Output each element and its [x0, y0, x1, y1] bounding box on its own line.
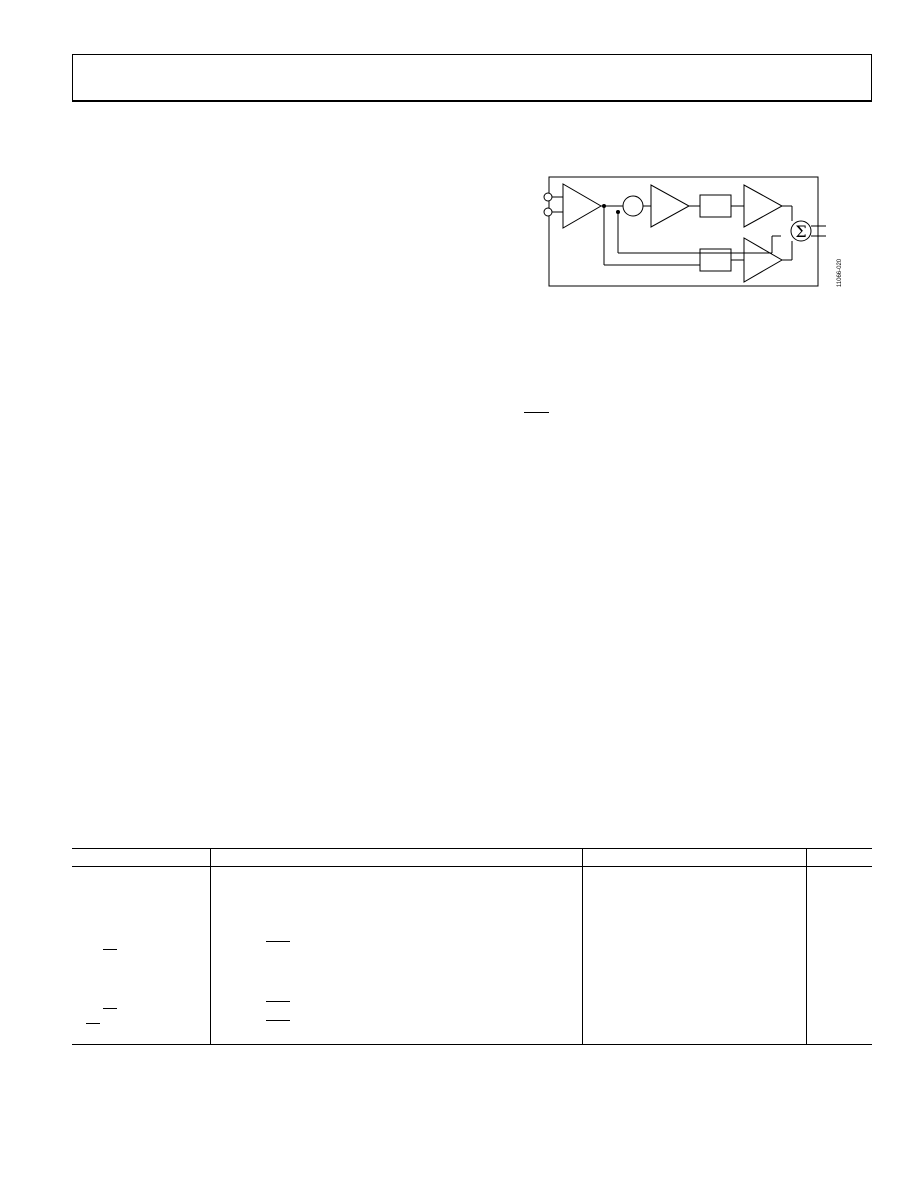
- functional-block-diagram: Σ 11066-020: [530, 168, 850, 298]
- overline-mark: [86, 1023, 100, 1024]
- table-top-rule: [72, 848, 872, 849]
- input-pin-top: [543, 192, 553, 202]
- table-column-divider: [806, 848, 807, 1045]
- table-column-divider: [582, 848, 583, 1045]
- multiplier-circle: [622, 195, 644, 217]
- overline-mark: [266, 941, 290, 942]
- upper-output-amplifier: [743, 184, 784, 228]
- table-column-divider: [210, 848, 211, 1045]
- figure-number: 11066-020: [837, 258, 843, 287]
- table-bottom-rule: [72, 1044, 872, 1045]
- upper-filter-block: [699, 194, 732, 218]
- page-header-box: [72, 54, 872, 102]
- diagram-frame: [548, 176, 819, 287]
- lower-filter-block: [699, 248, 732, 272]
- input-amplifier: [562, 183, 602, 229]
- table-header-rule: [72, 866, 872, 867]
- overline-mark: [103, 949, 117, 950]
- input-pin-bottom: [543, 207, 553, 217]
- sum-symbol: Σ: [795, 222, 806, 241]
- overline-mark: [266, 1020, 290, 1021]
- lower-output-amplifier: [743, 237, 783, 283]
- overline-mark: [103, 1008, 117, 1009]
- overline-mark: [524, 412, 549, 413]
- summing-junction: [790, 220, 812, 242]
- overline-mark: [266, 1001, 290, 1002]
- gain-amplifier: [650, 184, 691, 228]
- pin-table: [72, 848, 872, 1045]
